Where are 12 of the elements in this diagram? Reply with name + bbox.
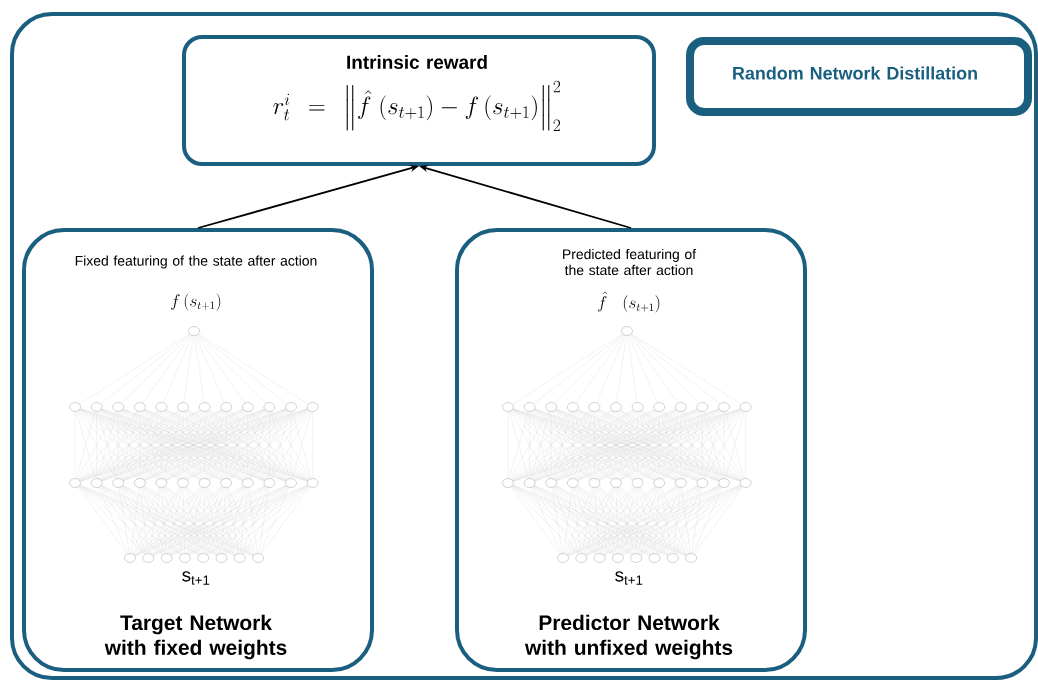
frame: [10, 12, 1038, 680]
network-title: Target Network with fixed weights: [104, 614, 287, 660]
node-label: Fixed featuring of the state after action: [75, 255, 317, 269]
network-title: Predictor Network with unfixed weights: [524, 614, 733, 660]
formula: $r_t^i = \left\| \hat{f}\;(s_{t+1}) - f\,(s_{t+1}) \right\|_2^2$: [273, 80, 561, 131]
heading: Intrinsic reward: [347, 55, 487, 69]
formula: $f\,(s_{t+1})$: [171, 293, 221, 311]
formula: $\hat{f}\;(s_{t+1})$: [598, 291, 660, 313]
input-label: s$_{t+1}$: [182, 571, 210, 585]
title: Random Network Distillation: [733, 66, 977, 80]
input-label: s$_{t+1}$: [615, 571, 643, 585]
node-label: Predicted featuring of the state after action: [563, 248, 697, 276]
